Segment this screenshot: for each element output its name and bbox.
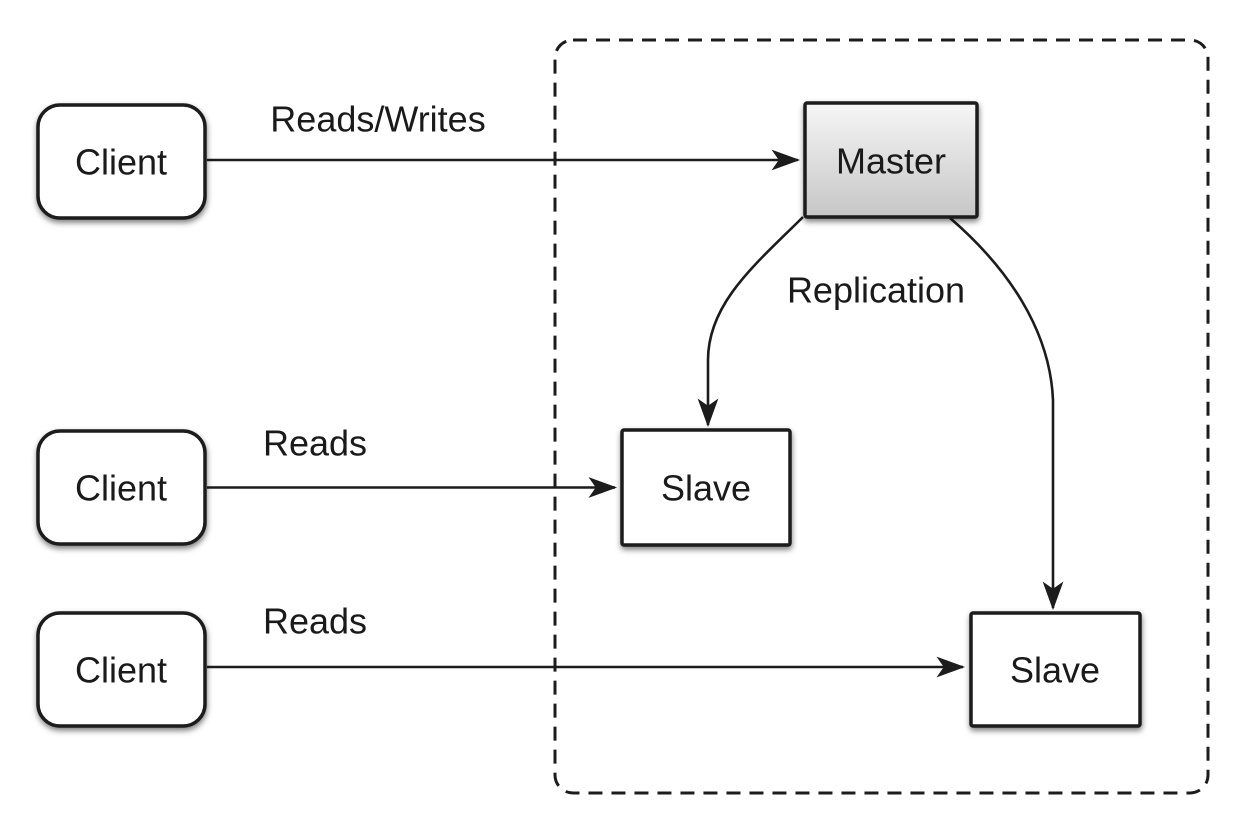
slave-1-box [620, 428, 792, 547]
node-slave-2: Slave [969, 611, 1142, 728]
client-3-label: Client [75, 650, 167, 691]
master-label: Master [836, 141, 946, 182]
client-1-label: Client [75, 142, 167, 183]
edge-label-replication: Replication [787, 270, 965, 311]
edge-master-to-slave1 [697, 216, 804, 428]
slave-2-box [969, 611, 1142, 728]
node-client-1: Client [36, 103, 207, 220]
master-box [803, 101, 979, 219]
client-2-box [36, 429, 207, 546]
node-client-2: Client [36, 429, 207, 546]
edge-master-to-slave2 [949, 217, 1064, 611]
slave-2-label: Slave [1010, 650, 1100, 691]
node-client-3: Client [36, 611, 207, 728]
edge-label-reads-bottom: Reads [263, 601, 367, 642]
client-1-box [36, 103, 207, 220]
node-slave-1: Slave [620, 428, 792, 547]
node-master: Master [803, 101, 979, 219]
slave-1-label: Slave [661, 468, 751, 509]
cluster-boundary [553, 38, 1210, 795]
client-3-box [36, 611, 207, 728]
client-2-label: Client [75, 468, 167, 509]
edge-label-reads-middle: Reads [263, 423, 367, 464]
edge-label-reads-writes: Reads/Writes [270, 99, 485, 140]
